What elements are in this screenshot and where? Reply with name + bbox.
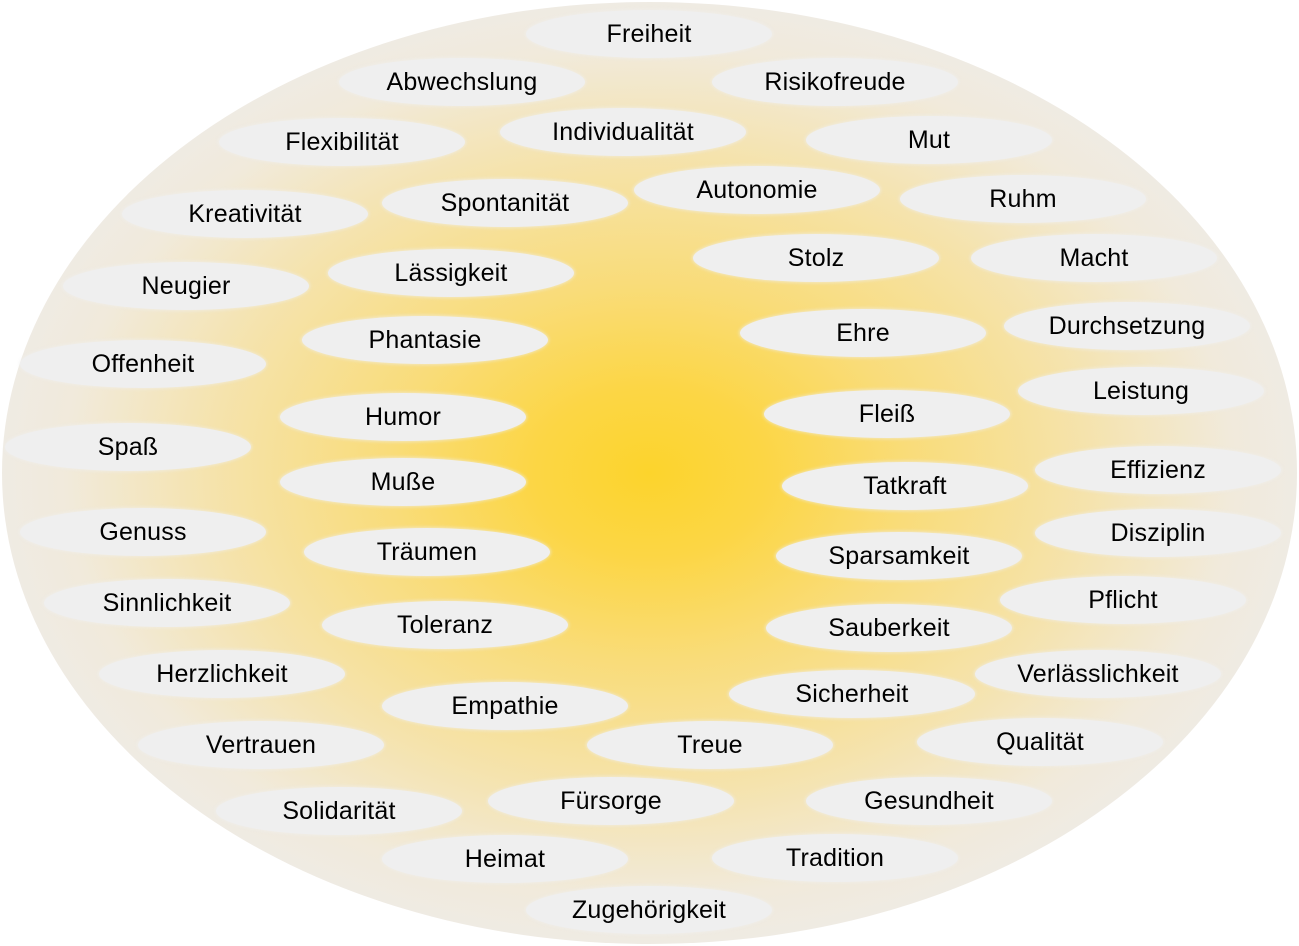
value-label: Empathie [451, 691, 559, 720]
value-label: Heimat [464, 844, 546, 873]
value-ellipse-fuersorge[interactable]: Fürsorge [488, 777, 734, 825]
value-label: Genuss [99, 517, 187, 546]
value-label: Risikofreude [764, 67, 906, 96]
value-ellipse-traeumen[interactable]: Träumen [304, 528, 550, 576]
value-label: Offenheit [91, 349, 195, 378]
value-label: Pflicht [1088, 585, 1158, 614]
value-ellipse-risikofreude[interactable]: Risikofreude [712, 58, 958, 106]
value-label: Tradition [785, 843, 885, 872]
value-label: Spontanität [440, 188, 570, 217]
value-ellipse-sicherheit[interactable]: Sicherheit [729, 670, 975, 718]
value-label: Freiheit [606, 19, 692, 48]
value-label: Tatkraft [863, 471, 947, 500]
value-label: Kreativität [188, 199, 302, 228]
value-ellipse-ruhm[interactable]: Ruhm [900, 175, 1146, 223]
value-ellipse-kreativitaet[interactable]: Kreativität [122, 190, 368, 238]
value-ellipse-solidaritaet[interactable]: Solidarität [216, 787, 462, 835]
value-ellipse-tradition[interactable]: Tradition [712, 834, 958, 882]
value-label: Macht [1059, 243, 1129, 272]
value-label: Gesundheit [864, 786, 994, 815]
value-label: Mut [907, 125, 951, 154]
value-label: Verlässlichkeit [1017, 659, 1179, 688]
value-ellipse-herzlichkeit[interactable]: Herzlichkeit [99, 650, 345, 698]
value-ellipse-ehre[interactable]: Ehre [740, 309, 986, 357]
value-ellipse-fleiss[interactable]: Fleiß [764, 390, 1010, 438]
value-ellipse-zugehoerigkeit[interactable]: Zugehörigkeit [526, 886, 772, 934]
value-ellipse-phantasie[interactable]: Phantasie [302, 316, 548, 364]
value-label: Vertrauen [205, 730, 317, 759]
value-ellipse-laessigkeit[interactable]: Lässigkeit [328, 249, 574, 297]
value-label: Individualität [552, 117, 694, 146]
value-label: Sinnlichkeit [102, 588, 232, 617]
value-label: Träumen [376, 537, 478, 566]
value-ellipse-freiheit[interactable]: Freiheit [526, 10, 772, 58]
value-ellipse-musse[interactable]: Muße [280, 458, 526, 506]
value-label: Abwechslung [386, 67, 538, 96]
value-label: Flexibilität [285, 127, 399, 156]
value-label: Muße [370, 467, 436, 496]
value-label: Stolz [787, 243, 845, 272]
value-ellipse-qualitaet[interactable]: Qualität [917, 718, 1163, 766]
value-ellipse-individualitaet[interactable]: Individualität [500, 108, 746, 156]
value-label: Zugehörigkeit [571, 895, 727, 924]
value-ellipse-flexibilitaet[interactable]: Flexibilität [219, 118, 465, 166]
value-label: Fleiß [858, 399, 916, 428]
value-ellipse-heimat[interactable]: Heimat [382, 835, 628, 883]
value-label: Humor [364, 402, 441, 431]
value-label: Fürsorge [560, 786, 662, 815]
value-ellipse-macht[interactable]: Macht [971, 234, 1217, 282]
value-label: Ruhm [989, 184, 1057, 213]
value-label: Durchsetzung [1048, 311, 1206, 340]
value-label: Sicherheit [795, 679, 909, 708]
value-label: Qualität [996, 727, 1084, 756]
value-ellipse-autonomie[interactable]: Autonomie [634, 166, 880, 214]
value-ellipse-verlaesslichkeit[interactable]: Verlässlichkeit [975, 650, 1221, 698]
value-ellipse-stolz[interactable]: Stolz [693, 234, 939, 282]
value-ellipse-sinnlichkeit[interactable]: Sinnlichkeit [44, 579, 290, 627]
value-ellipse-treue[interactable]: Treue [587, 721, 833, 769]
value-ellipse-abwechslung[interactable]: Abwechslung [339, 58, 585, 106]
value-ellipse-leistung[interactable]: Leistung [1018, 367, 1264, 415]
value-label: Solidarität [282, 796, 396, 825]
value-label: Disziplin [1110, 518, 1206, 547]
value-ellipse-offenheit[interactable]: Offenheit [20, 340, 266, 388]
value-ellipse-mut[interactable]: Mut [806, 116, 1052, 164]
value-label: Neugier [141, 271, 231, 300]
value-label: Leistung [1092, 376, 1190, 405]
value-ellipse-pflicht[interactable]: Pflicht [1000, 576, 1246, 624]
value-label: Sauberkeit [828, 613, 950, 642]
value-ellipse-humor[interactable]: Humor [280, 393, 526, 441]
value-label: Sparsamkeit [828, 541, 970, 570]
value-label: Spaß [97, 432, 159, 461]
value-label: Effizienz [1110, 455, 1206, 484]
value-ellipse-empathie[interactable]: Empathie [382, 682, 628, 730]
value-label: Ehre [836, 318, 890, 347]
value-ellipse-genuss[interactable]: Genuss [20, 508, 266, 556]
value-ellipse-neugier[interactable]: Neugier [63, 262, 309, 310]
value-label: Herzlichkeit [156, 659, 288, 688]
value-label: Toleranz [396, 610, 494, 639]
value-ellipse-durchsetzung[interactable]: Durchsetzung [1004, 302, 1250, 350]
value-ellipse-vertrauen[interactable]: Vertrauen [138, 721, 384, 769]
value-ellipse-spass[interactable]: Spaß [5, 423, 251, 471]
value-label: Autonomie [696, 175, 818, 204]
value-ellipse-gesundheit[interactable]: Gesundheit [806, 777, 1052, 825]
value-ellipse-tatkraft[interactable]: Tatkraft [782, 462, 1028, 510]
value-label: Treue [677, 730, 743, 759]
value-ellipse-sauberkeit[interactable]: Sauberkeit [766, 604, 1012, 652]
value-label: Lässigkeit [394, 258, 508, 287]
value-ellipse-spontanitaet[interactable]: Spontanität [382, 179, 628, 227]
value-ellipse-disziplin[interactable]: Disziplin [1035, 509, 1281, 557]
value-ellipse-effizienz[interactable]: Effizienz [1035, 446, 1281, 494]
value-ellipse-sparsamkeit[interactable]: Sparsamkeit [776, 532, 1022, 580]
value-ellipse-toleranz[interactable]: Toleranz [322, 601, 568, 649]
value-label: Phantasie [368, 325, 482, 354]
